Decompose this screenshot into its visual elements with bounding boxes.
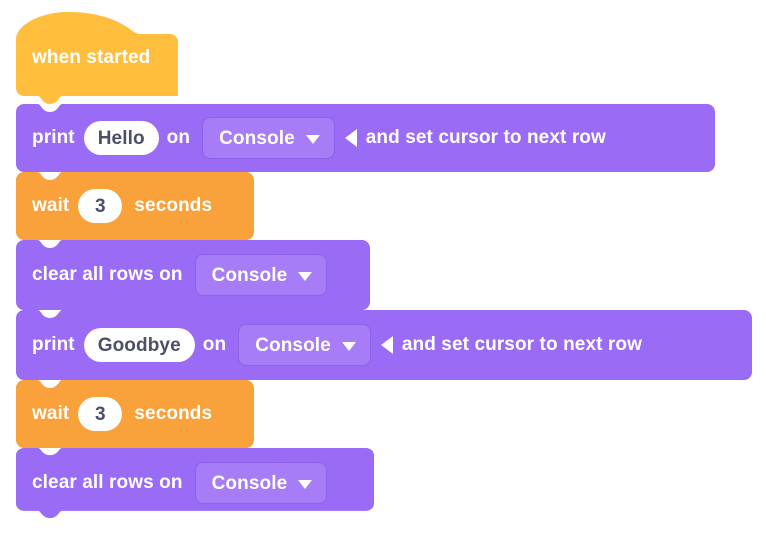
- console-target-dropdown[interactable]: Console: [238, 324, 371, 366]
- chevron-down-icon: [341, 341, 356, 351]
- wait-seconds-input[interactable]: 3: [78, 189, 123, 223]
- chevron-down-icon: [305, 134, 320, 144]
- block-clear-rows-a[interactable]: clear all rows on Console: [16, 240, 370, 310]
- block-clear-rows-b[interactable]: clear all rows on Console: [16, 448, 374, 518]
- console-target-dropdown[interactable]: Console: [194, 462, 328, 504]
- on-label: on: [202, 333, 227, 355]
- console-target-dropdown-value: Console: [255, 334, 331, 356]
- console-target-dropdown[interactable]: Console: [202, 117, 335, 159]
- console-target-dropdown[interactable]: Console: [194, 254, 328, 296]
- chevron-down-icon: [298, 271, 313, 281]
- triangle-left-icon[interactable]: [380, 336, 393, 354]
- clear-all-rows-label: clear all rows on: [32, 471, 183, 493]
- block-wait-b[interactable]: wait 3 seconds: [16, 380, 254, 448]
- block-print-goodbye[interactable]: print Goodbye on Console and set cursor …: [16, 310, 752, 380]
- block-when-started-row: when started: [16, 46, 157, 68]
- wait-seconds-input[interactable]: 3: [78, 397, 123, 431]
- console-target-dropdown-value: Console: [211, 264, 288, 286]
- when-started-label: when started: [32, 46, 151, 68]
- block-print-hello[interactable]: print Hello on Console and set cursor to…: [16, 104, 715, 172]
- block-wait-a-row: wait 3 seconds: [16, 189, 219, 223]
- block-wait-a[interactable]: wait 3 seconds: [16, 172, 254, 240]
- block-print-goodbye-row: print Goodbye on Console and set cursor …: [16, 324, 649, 366]
- console-target-dropdown-value: Console: [211, 472, 288, 494]
- print-text-input[interactable]: Hello: [83, 121, 159, 155]
- block-wait-b-row: wait 3 seconds: [16, 397, 219, 431]
- console-target-dropdown-value: Console: [219, 127, 295, 149]
- clear-all-rows-label: clear all rows on: [32, 263, 183, 285]
- block-when-started[interactable]: when started: [16, 12, 178, 104]
- seconds-label: seconds: [134, 402, 213, 424]
- wait-label: wait: [32, 194, 70, 216]
- on-label: on: [166, 126, 191, 148]
- set-cursor-label: and set cursor to next row: [365, 126, 606, 148]
- set-cursor-label: and set cursor to next row: [401, 333, 642, 355]
- print-text-input[interactable]: Goodbye: [83, 328, 195, 362]
- print-label: print: [32, 333, 75, 355]
- block-clear-rows-a-row: clear all rows on Console: [16, 254, 333, 296]
- triangle-left-icon[interactable]: [344, 129, 357, 147]
- wait-label: wait: [32, 402, 70, 424]
- block-clear-rows-b-row: clear all rows on Console: [16, 462, 333, 504]
- block-print-hello-row: print Hello on Console and set cursor to…: [16, 117, 613, 159]
- print-label: print: [32, 126, 75, 148]
- chevron-down-icon: [298, 479, 313, 489]
- seconds-label: seconds: [134, 194, 213, 216]
